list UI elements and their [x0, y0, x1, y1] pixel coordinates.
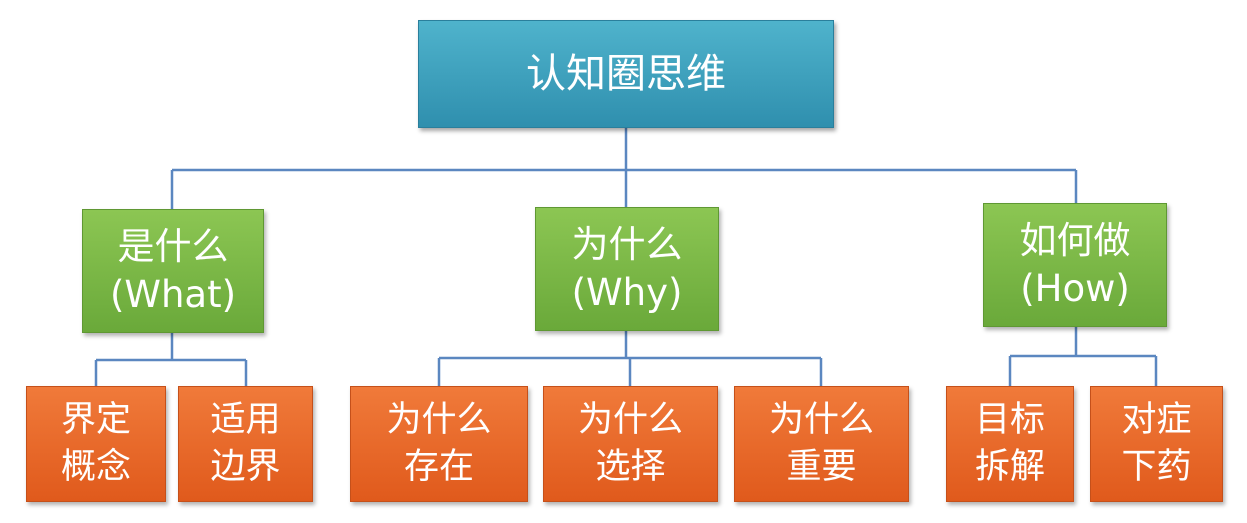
leaf-node-targeted-remedy: 对症 下药 [1090, 386, 1223, 502]
leaf-line-2: 重要 [786, 447, 857, 487]
leaf-line-2: 存在 [403, 447, 474, 487]
leaf-node-goal-breakdown: 目标 拆解 [946, 386, 1074, 502]
branch-node-why: 为什么 (Why) [535, 207, 719, 331]
branch-node-how: 如何做 (How) [983, 203, 1167, 327]
leaf-line-2: 选择 [595, 447, 666, 487]
leaf-line-2: 概念 [60, 447, 131, 487]
leaf-line-2: 下药 [1121, 447, 1192, 487]
branch-label-en: (How) [1020, 267, 1130, 310]
leaf-node-define-concept: 界定 概念 [26, 386, 166, 502]
leaf-line-2: 边界 [210, 447, 281, 487]
leaf-line-1: 对症 [1121, 399, 1192, 440]
branch-label-cn: 是什么 [117, 224, 229, 268]
leaf-line-1: 为什么 [768, 399, 874, 440]
leaf-line-2: 拆解 [974, 447, 1045, 487]
leaf-node-why-important: 为什么 重要 [734, 386, 909, 502]
leaf-line-1: 为什么 [577, 399, 683, 440]
branch-label-cn: 为什么 [571, 222, 683, 266]
branch-node-what: 是什么 (What) [82, 209, 264, 333]
leaf-node-why-choose: 为什么 选择 [543, 386, 718, 502]
branch-label-en: (Why) [571, 271, 683, 314]
leaf-line-1: 界定 [60, 399, 131, 440]
leaf-node-why-exist: 为什么 存在 [350, 386, 528, 502]
branch-label-en: (What) [109, 273, 237, 316]
leaf-line-1: 为什么 [386, 399, 492, 440]
root-node: 认知圈思维 [418, 20, 834, 128]
root-label: 认知圈思维 [526, 51, 726, 97]
leaf-node-applicable-boundary: 适用 边界 [178, 386, 313, 502]
leaf-line-1: 目标 [974, 399, 1045, 440]
leaf-line-1: 适用 [210, 399, 281, 440]
branch-label-cn: 如何做 [1019, 218, 1131, 262]
